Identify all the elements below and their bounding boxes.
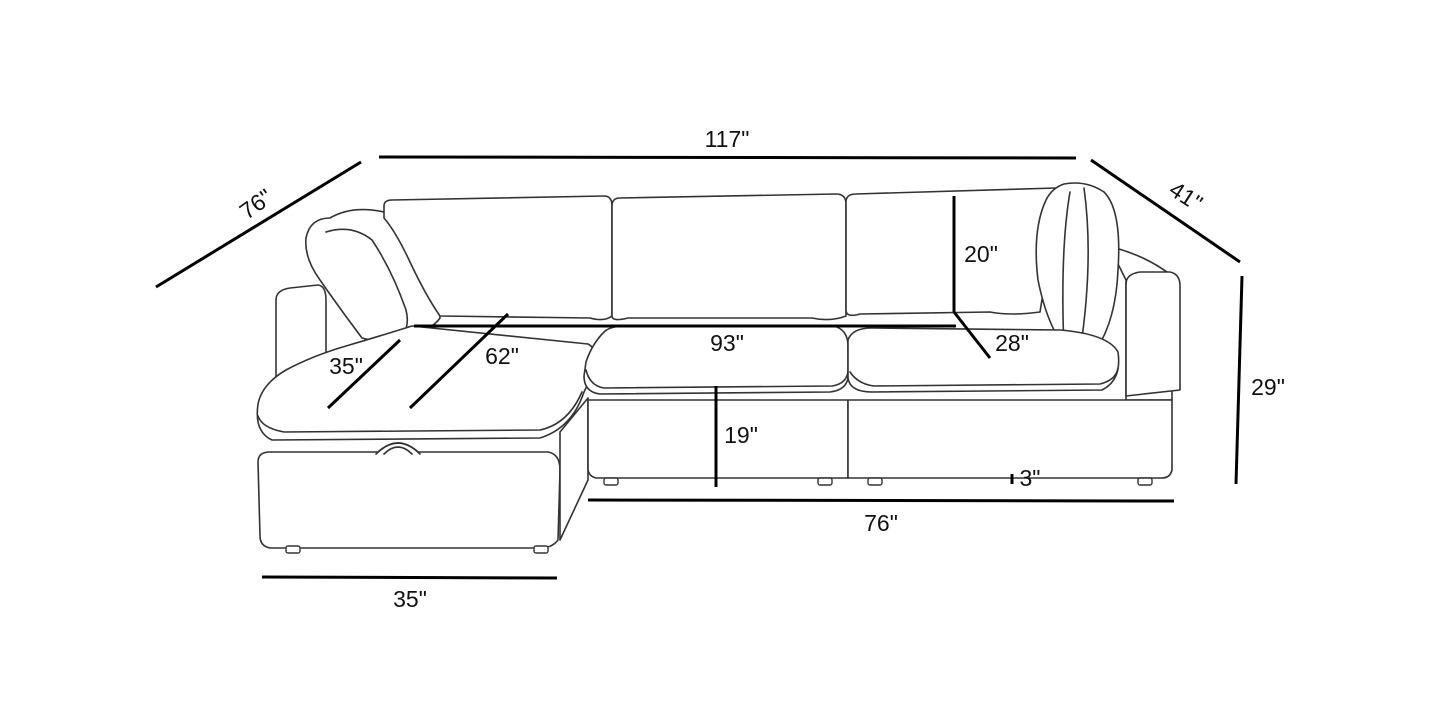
foot <box>285 545 301 554</box>
dimension-line-sofa-section-width <box>587 498 1175 503</box>
back-cushion-1 <box>383 195 613 321</box>
label-chaise-width: 35" <box>393 586 427 612</box>
label-leg-height: 3" <box>1020 465 1041 491</box>
middle-cushion-edge <box>585 369 849 389</box>
middle-sofa-base <box>587 399 849 479</box>
dimension-line-chaise-seat-width <box>326 338 402 410</box>
dimension-line-chaise-width <box>261 575 558 580</box>
chaise-cushion-edge <box>257 391 583 433</box>
back-cushion-2 <box>611 193 847 321</box>
pillow-seam-1 <box>1062 191 1071 351</box>
back-cushion-3 <box>845 187 1060 317</box>
dimension-lines <box>155 155 1244 580</box>
chaise-storage-handle-inner <box>383 446 413 455</box>
pillow-seam-2 <box>1079 187 1089 353</box>
foot <box>603 477 619 486</box>
foot <box>817 477 833 486</box>
dimension-line-seat-depth <box>952 311 992 359</box>
chaise-storage-handle <box>375 442 421 455</box>
chaise-seat-cushion <box>256 325 596 441</box>
chaise-base <box>257 442 561 549</box>
dimension-line-chaise-seat-depth <box>408 312 510 410</box>
label-side-depth: 41" <box>1165 176 1207 216</box>
label-overall-width: 117" <box>705 126 750 152</box>
dimension-line-overall-width <box>378 155 1077 160</box>
foot <box>533 545 549 554</box>
label-chaise-seat-depth: 62" <box>485 343 519 369</box>
right-seat-cushion <box>847 327 1120 393</box>
dimension-line-chaise-length <box>155 160 362 289</box>
sofa-drawing <box>256 182 1181 554</box>
foot <box>867 477 883 486</box>
label-overall-height: 29" <box>1251 374 1285 400</box>
label-seat-width: 93" <box>710 330 744 356</box>
dimension-line-overall-height <box>1234 275 1244 485</box>
foot <box>1137 477 1153 486</box>
label-back-cushion-height: 20" <box>964 241 998 267</box>
label-seat-depth: 28" <box>995 330 1029 356</box>
chaise-pillow-seam <box>325 228 409 337</box>
right-cushion-edge <box>849 367 1119 387</box>
right-armrest <box>1125 271 1181 397</box>
label-sofa-section-width: 76" <box>864 510 898 536</box>
label-chaise-seat-width: 35" <box>329 353 363 379</box>
dimension-line-side-depth <box>1090 158 1241 264</box>
label-seat-height: 19" <box>724 422 758 448</box>
right-sofa-base <box>847 399 1173 479</box>
